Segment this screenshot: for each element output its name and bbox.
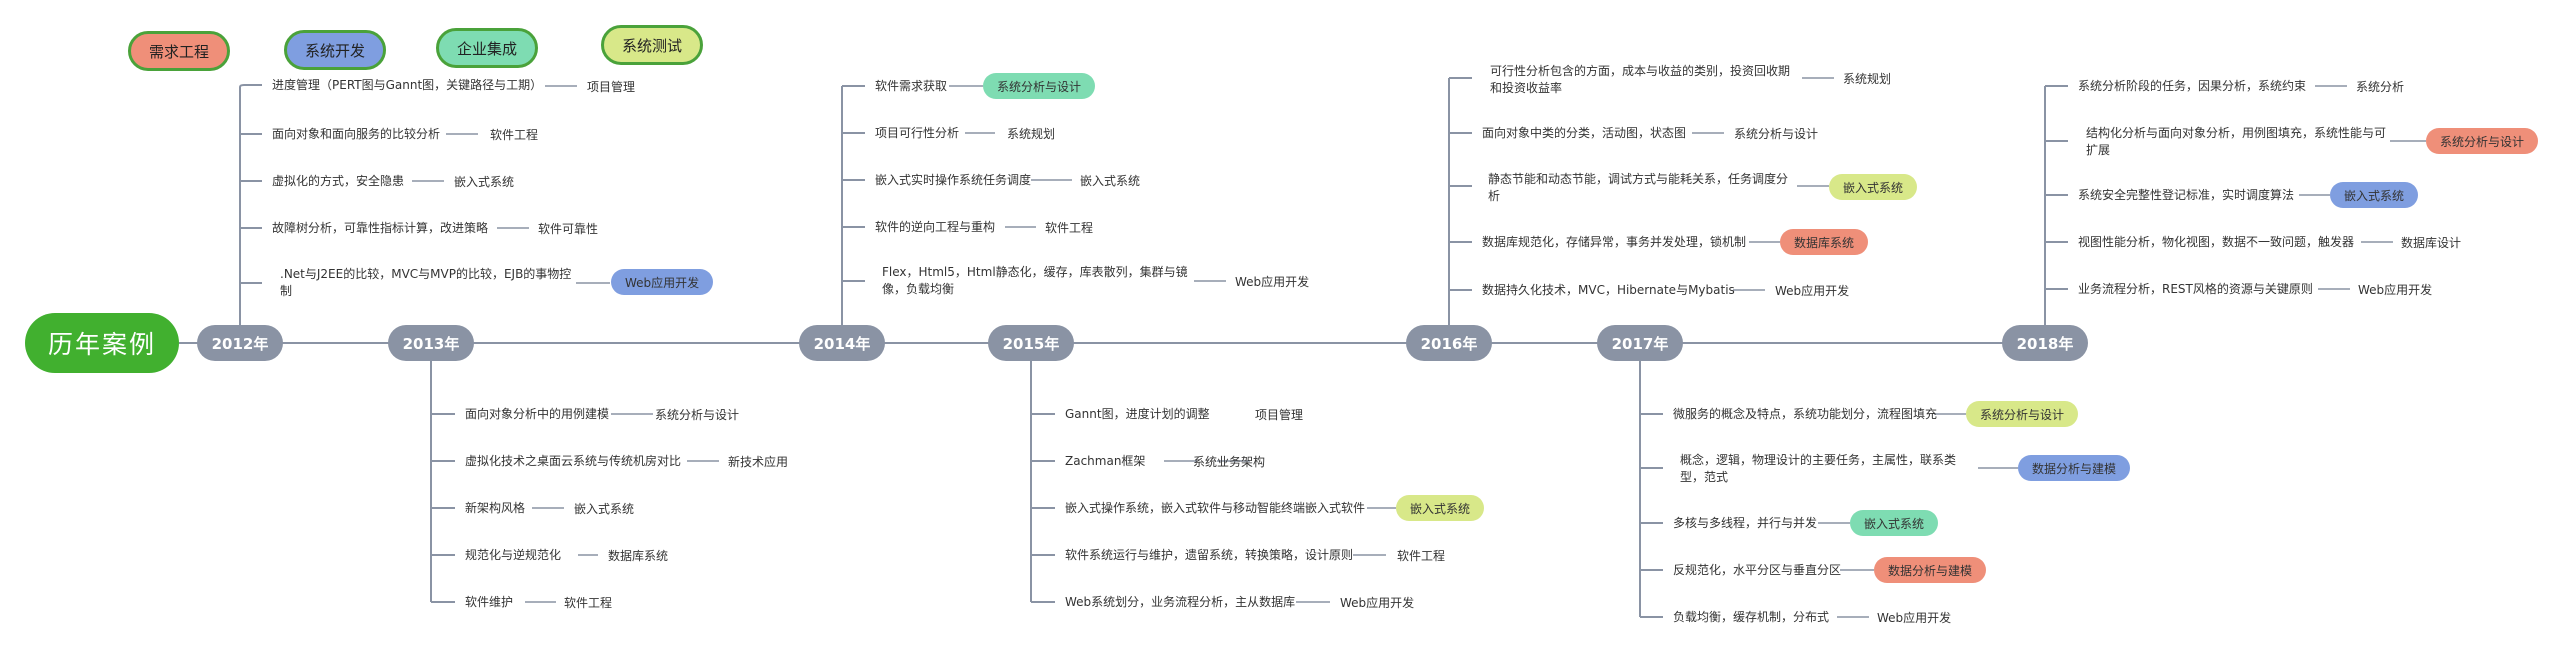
category-tag: 嵌入式系统 bbox=[574, 502, 635, 516]
category-tag: 嵌入式系统 bbox=[454, 175, 515, 189]
topic-item[interactable]: 软件需求获取 bbox=[875, 79, 948, 93]
topic-item[interactable]: 业务流程分析，REST风格的资源与关键原则 bbox=[2078, 282, 2313, 296]
topic-item[interactable]: 虚拟化的方式，安全隐患 bbox=[272, 174, 405, 188]
year-node-2016[interactable]: 2016年 bbox=[1406, 325, 1492, 361]
topic-item[interactable]: 可行性分析包含的方面，成本与收益的类别，投资回收期和投资收益率 bbox=[1490, 64, 1791, 95]
category-tag: 系统规划 bbox=[1843, 72, 1892, 86]
topic-item[interactable]: 面向对象和面向服务的比较分析 bbox=[272, 127, 441, 141]
topic-item[interactable]: Zachman框架 bbox=[1065, 454, 1146, 468]
year-node-2015[interactable]: 2015年 bbox=[988, 325, 1074, 361]
topic-item[interactable]: 概念，逻辑，物理设计的主要任务，主属性，联系类型，范式 bbox=[1680, 453, 1957, 484]
category-pill[interactable]: 嵌入式系统 bbox=[2330, 182, 2419, 208]
root-label: 历年案例 bbox=[47, 330, 156, 359]
topic-item[interactable]: 虚拟化技术之桌面云系统与传统机房对比 bbox=[465, 454, 682, 468]
legend-label: 系统开发 bbox=[304, 41, 365, 60]
topic-item[interactable]: Web系统划分，业务流程分析，主从数据库 bbox=[1065, 595, 1296, 609]
category-tag: 新技术应用 bbox=[728, 455, 789, 469]
category-pill[interactable]: 数据分析与建模 bbox=[2018, 455, 2131, 481]
category-tag: 软件工程 bbox=[564, 596, 613, 610]
category-tag: 软件工程 bbox=[1397, 549, 1446, 563]
topic-item[interactable]: 嵌入式操作系统，嵌入式软件与移动智能终端嵌入式软件 bbox=[1065, 501, 1366, 515]
category-tag: 软件工程 bbox=[490, 128, 539, 142]
category-pill[interactable]: 嵌入式系统 bbox=[1850, 510, 1939, 536]
topic-item[interactable]: 软件的逆向工程与重构 bbox=[875, 220, 996, 234]
topic-item[interactable]: 进度管理（PERT图与Gannt图，关键路径与工期） bbox=[272, 78, 543, 92]
category-pill[interactable]: 嵌入式系统 bbox=[1396, 495, 1485, 521]
category-tag: 系统规划 bbox=[1007, 127, 1056, 141]
category-tag: Web应用开发 bbox=[1877, 611, 1952, 625]
topic-item[interactable]: 面向对象中类的分类，活动图，状态图 bbox=[1482, 126, 1687, 140]
topic-item[interactable]: 系统分析阶段的任务，因果分析，系统约束 bbox=[2078, 79, 2307, 93]
topic-item[interactable]: 系统安全完整性登记标准，实时调度算法 bbox=[2078, 188, 2295, 202]
category-pill[interactable]: 数据库系统 bbox=[1780, 229, 1869, 255]
topic-item[interactable]: 结构化分析与面向对象分析，用例图填充，系统性能与可扩展 bbox=[2086, 126, 2387, 157]
legend-system-testing[interactable]: 系统测试 bbox=[601, 25, 703, 65]
topic-item[interactable]: 视图性能分析，物化视图，数据不一致问题，触发器 bbox=[2078, 235, 2355, 249]
legend-label: 企业集成 bbox=[456, 39, 517, 58]
topic-item[interactable]: 规范化与逆规范化 bbox=[465, 548, 562, 562]
category-tag: 系统分析与设计 bbox=[655, 408, 740, 422]
topic-item[interactable]: 故障树分析，可靠性指标计算，改进策略 bbox=[272, 221, 489, 235]
legend-label: 系统测试 bbox=[621, 36, 682, 55]
topic-item[interactable]: 微服务的概念及特点，系统功能划分，流程图填充 bbox=[1673, 407, 1938, 421]
year-label: 2012年 bbox=[211, 334, 269, 353]
legend-requirements-engineering[interactable]: 需求工程 bbox=[128, 31, 230, 71]
category-pill[interactable]: 系统分析与设计 bbox=[2426, 128, 2539, 154]
category-pill[interactable]: 系统分析与设计 bbox=[1966, 401, 2079, 427]
year-node-2014[interactable]: 2014年 bbox=[799, 325, 885, 361]
legend-system-development[interactable]: 系统开发 bbox=[284, 30, 386, 70]
category-tag: 嵌入式系统 bbox=[1080, 174, 1141, 188]
topic-item[interactable]: 新架构风格 bbox=[465, 501, 526, 515]
topic-item[interactable]: .Net与J2EE的比较，MVC与MVP的比较，EJB的事物控制 bbox=[280, 267, 572, 298]
category-pill[interactable]: Web应用开发 bbox=[611, 269, 714, 295]
year-label: 2014年 bbox=[813, 334, 871, 353]
topic-item[interactable]: 面向对象分析中的用例建模 bbox=[465, 407, 610, 421]
category-tag: Web应用开发 bbox=[1235, 275, 1310, 289]
category-tag: 数据库设计 bbox=[2401, 236, 2462, 250]
year-node-2012[interactable]: 2012年 bbox=[197, 325, 283, 361]
topic-item[interactable]: 项目可行性分析 bbox=[875, 126, 960, 140]
topic-item[interactable]: 数据库规范化，存储异常，事务并发处理，锁机制 bbox=[1482, 235, 1747, 249]
root-node[interactable]: 历年案例 bbox=[25, 313, 179, 373]
topic-item[interactable]: 软件系统运行与维护，遗留系统，转换策略，设计原则 bbox=[1065, 548, 1354, 562]
topic-item[interactable]: 反规范化，水平分区与垂直分区 bbox=[1673, 563, 1842, 577]
category-tag: Web应用开发 bbox=[1775, 284, 1850, 298]
topic-item[interactable]: 多核与多线程，并行与并发 bbox=[1673, 516, 1818, 530]
category-tag: Web应用开发 bbox=[1340, 596, 1415, 610]
topic-item[interactable]: Flex，Html5，Html静态化，缓存，库表散列，集群与镜像，负载均衡 bbox=[882, 265, 1188, 296]
category-tag: Web应用开发 bbox=[2358, 283, 2433, 297]
topic-item[interactable]: 负载均衡，缓存机制，分布式 bbox=[1673, 610, 1830, 624]
legend-enterprise-integration[interactable]: 企业集成 bbox=[436, 28, 538, 68]
category-pill[interactable]: 嵌入式系统 bbox=[1829, 174, 1918, 200]
year-label: 2018年 bbox=[2016, 334, 2074, 353]
topic-item[interactable]: 静态节能和动态节能，调试方式与能耗关系，任务调度分析 bbox=[1488, 172, 1789, 203]
year-node-2017[interactable]: 2017年 bbox=[1597, 325, 1683, 361]
year-label: 2013年 bbox=[402, 334, 460, 353]
legend-label: 需求工程 bbox=[148, 42, 209, 61]
topic-item[interactable]: Gannt图，进度计划的调整 bbox=[1065, 407, 1210, 421]
year-label: 2016年 bbox=[1420, 334, 1478, 353]
category-tag: 项目管理 bbox=[587, 80, 636, 94]
category-tag: 系统分析 bbox=[2356, 80, 2405, 94]
category-tag: 系统分析与设计 bbox=[1734, 127, 1819, 141]
category-pill[interactable]: 数据分析与建模 bbox=[1874, 557, 1987, 583]
category-tag: 数据库系统 bbox=[608, 549, 669, 563]
year-node-2013[interactable]: 2013年 bbox=[388, 325, 474, 361]
category-tag: 软件可靠性 bbox=[538, 222, 599, 236]
topic-item[interactable]: 嵌入式实时操作系统任务调度 bbox=[875, 173, 1032, 187]
category-tag: 系统业务架构 bbox=[1193, 455, 1266, 469]
topic-item[interactable]: 数据持久化技术，MVC，Hibernate与Mybatis bbox=[1482, 283, 1735, 297]
category-tag: 项目管理 bbox=[1255, 408, 1304, 422]
year-node-2018[interactable]: 2018年 bbox=[2002, 325, 2088, 361]
year-label: 2015年 bbox=[1002, 334, 1060, 353]
year-label: 2017年 bbox=[1611, 334, 1669, 353]
category-pill[interactable]: 系统分析与设计 bbox=[983, 73, 1096, 99]
topic-item[interactable]: 软件维护 bbox=[465, 595, 514, 609]
category-tag: 软件工程 bbox=[1045, 221, 1094, 235]
